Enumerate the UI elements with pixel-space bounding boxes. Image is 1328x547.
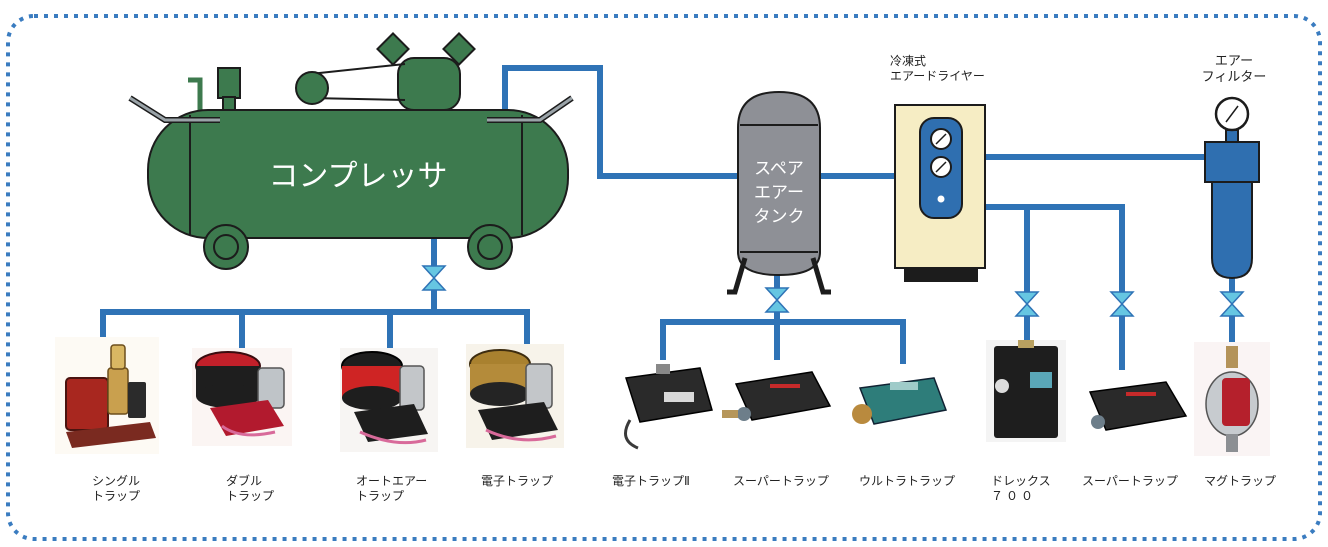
trap-label-super2: スーパートラップ [1082, 474, 1178, 488]
valve-dryer-2 [1109, 291, 1135, 317]
valve-dryer-1 [1014, 291, 1040, 317]
trap-label-autoair-1: オートエアー [356, 474, 428, 488]
trap-image-double [192, 348, 292, 446]
trap-label-electronic: 電子トラップ [481, 474, 554, 488]
air-filter [1204, 96, 1260, 280]
trap-label-super1: スーパートラップ [733, 474, 829, 488]
trap-label-autoair-2: トラップ [356, 489, 405, 503]
trap-label-drex-1: ドレックス [991, 474, 1051, 488]
trap-label-drex-2: ７００ [991, 489, 1037, 503]
compressor-label: コンプレッサ [268, 159, 447, 194]
trap-label-single-2: トラップ [92, 489, 141, 503]
trap-image-single [55, 337, 159, 454]
spare-tank [727, 90, 831, 295]
valve-filter [1219, 291, 1245, 317]
trap-image-drex [986, 340, 1066, 442]
trap-image-super1 [722, 360, 835, 448]
trap-image-electronic2 [614, 360, 718, 450]
spare-tank-label: スペア エアー タンク [754, 159, 805, 227]
spare-tank-label-1: スペア [754, 159, 804, 179]
spare-tank-label-2: エアー [754, 183, 804, 203]
trap-image-mag [1194, 342, 1270, 456]
trap-label-single-1: シングル [92, 474, 141, 488]
valve-compressor [421, 265, 447, 291]
spare-tank-label-3: タンク [754, 207, 805, 227]
trap-image-super2 [1080, 370, 1190, 456]
trap-label-ultra: ウルトラトラップ [859, 474, 956, 488]
filter-label-line1: エアー [1214, 54, 1254, 69]
trap-label-double-2: トラップ [226, 489, 275, 503]
compressor [128, 32, 574, 270]
filter-label-line2: フィルター [1201, 70, 1267, 85]
trap-label-double-1: ダブル [226, 474, 263, 488]
trap-image-electronic [466, 344, 564, 448]
trap-label-mag: マグトラップ [1204, 474, 1277, 488]
air-dryer [894, 104, 986, 282]
trap-image-autoair [340, 348, 438, 452]
dryer-label-line2: エアードライヤー [890, 69, 985, 83]
dryer-label-line1: 冷凍式 [890, 54, 927, 68]
dotted-border [6, 14, 1322, 541]
trap-image-ultra [846, 364, 950, 450]
trap-label-electronic2: 電子トラップⅡ [612, 474, 690, 488]
valve-tank [764, 287, 790, 313]
